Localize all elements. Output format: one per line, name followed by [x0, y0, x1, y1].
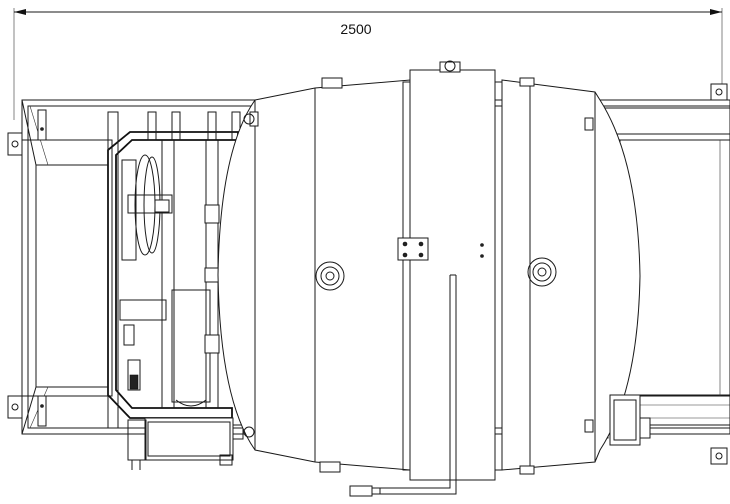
- overall-dimension: 2500: [13, 8, 723, 120]
- mounting-lugs: [7, 83, 728, 465]
- vessel-left-dome: [217, 77, 411, 473]
- reel-assembly: [119, 154, 211, 407]
- dimension-label: 2500: [340, 21, 371, 37]
- junction-box: [127, 417, 244, 470]
- vessel-center-section: [349, 60, 503, 497]
- right-bracket: [609, 394, 641, 446]
- door-frame: [107, 111, 241, 429]
